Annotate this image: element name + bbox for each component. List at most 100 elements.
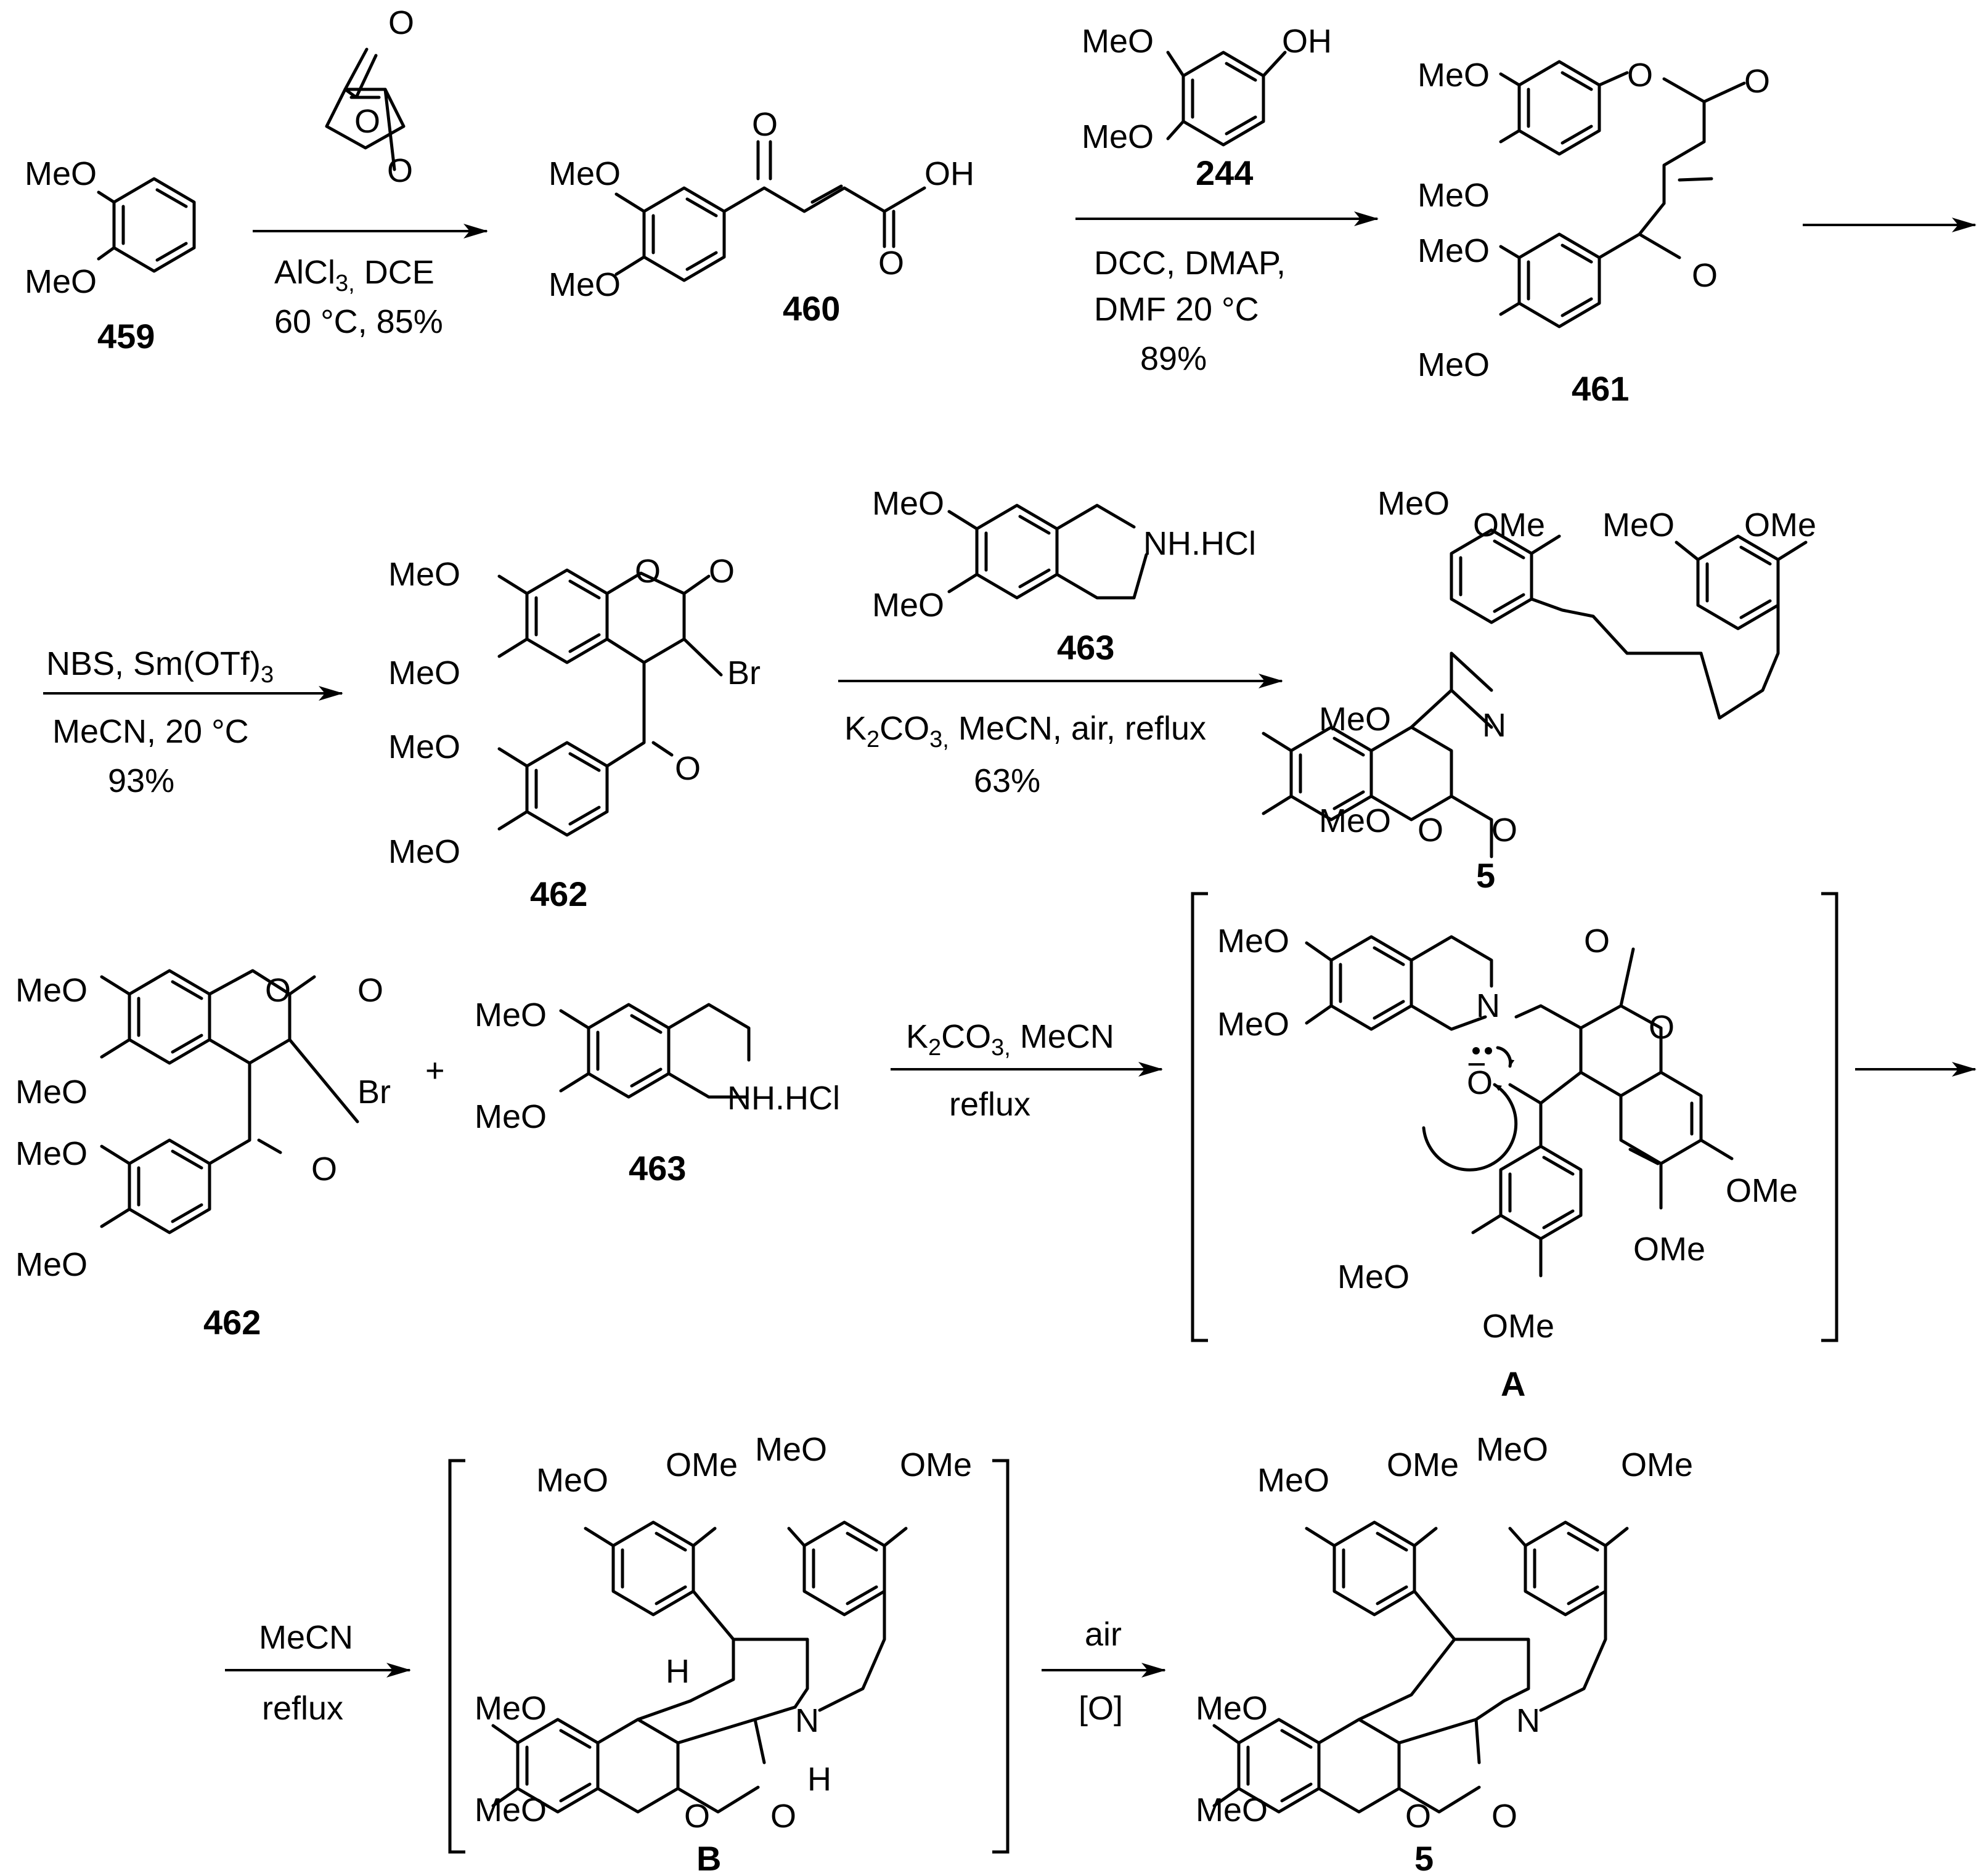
right-bracket — [992, 1459, 1010, 1854]
oxygen-label: O — [1584, 923, 1610, 960]
plus-sign: + — [425, 1052, 445, 1089]
oxygen-label: O — [1491, 812, 1517, 849]
svg-text:K2CO3, MeCN: K2CO3, MeCN — [906, 1018, 1114, 1061]
svg-text:[O]: [O] — [1079, 1690, 1123, 1727]
compound-5: OMe MeO MeO OMe MeO N MeO O O 5 — [1262, 485, 1816, 895]
maleic-anhydride: O O O — [325, 4, 414, 189]
oxygen-label: O — [1405, 1798, 1431, 1835]
nitrogen-label: N — [1482, 707, 1506, 744]
hydrogen-label: H — [807, 1761, 831, 1798]
svg-text:air: air — [1085, 1616, 1122, 1653]
compound-number-463: 463 — [1057, 628, 1114, 667]
oxygen-label: O — [1491, 1798, 1517, 1835]
oxygen-label: O — [1744, 63, 1770, 100]
methoxy-label: OMe — [1726, 1172, 1798, 1209]
methoxy-label: OMe — [1482, 1308, 1554, 1345]
oxygen-label: O — [878, 245, 904, 282]
methoxy-label: OMe — [1744, 507, 1816, 544]
oxygen-label: O — [684, 1798, 710, 1835]
svg-text:reflux: reflux — [949, 1086, 1030, 1123]
amine-hcl-label: NH.HCl — [1143, 525, 1256, 562]
hydroxyl-label: OH — [1282, 23, 1332, 60]
nitrogen-label: N — [1516, 1702, 1540, 1739]
bromine-label: Br — [727, 655, 761, 691]
compound-number-460: 460 — [783, 289, 840, 328]
methoxy-label: MeO — [1418, 232, 1490, 269]
oxygen-label: O — [357, 972, 383, 1009]
oxygen-label: O — [770, 1798, 796, 1835]
oxygen-label: O — [675, 750, 701, 787]
methoxy-label: MeO — [475, 1792, 547, 1829]
methoxy-label: MeO — [549, 155, 621, 192]
svg-text:AlCl3, DCE: AlCl3, DCE — [274, 254, 435, 296]
oxygen-label: O — [1692, 257, 1718, 294]
methoxy-label: OMe — [900, 1446, 972, 1483]
methoxy-label: OMe — [666, 1446, 738, 1483]
methoxy-label: MeO — [15, 1074, 88, 1111]
hydrogen-label: H — [666, 1653, 690, 1690]
oxygen-label: O — [1649, 1009, 1675, 1046]
methoxy-label: MeO — [388, 556, 460, 593]
methoxy-label: MeO — [1319, 701, 1391, 738]
methoxy-label: MeO — [755, 1431, 827, 1468]
methoxy-label: MeO — [1337, 1258, 1410, 1295]
methoxy-label: OMe — [1473, 507, 1545, 544]
methoxy-label: MeO — [1377, 485, 1450, 522]
svg-text:DCC, DMAP,: DCC, DMAP, — [1094, 245, 1286, 282]
oxygen-label: O — [635, 553, 661, 590]
conditions-step-2: DCC, DMAP, DMF 20 °C 89% — [1094, 245, 1286, 377]
methoxy-label: MeO — [15, 972, 88, 1009]
compound-459: MeO MeO 459 — [25, 155, 196, 356]
methoxy-label: MeO — [1418, 177, 1490, 214]
oxygen-label: O — [1418, 812, 1443, 849]
methoxy-label: MeO — [25, 263, 97, 300]
compound-number-459: 459 — [97, 317, 155, 356]
methoxy-label: MeO — [872, 485, 944, 522]
left-bracket — [1191, 892, 1208, 1342]
svg-text:63%: 63% — [974, 762, 1040, 799]
nitrogen-label: N — [795, 1702, 819, 1739]
oxygen-label: O — [265, 972, 291, 1009]
amine-hcl-label: NH.HCl — [727, 1080, 840, 1117]
oxygen-label: O — [752, 106, 778, 143]
methoxy-label: MeO — [1602, 507, 1675, 544]
methoxy-label: MeO — [1257, 1462, 1329, 1499]
methoxy-label: MeO — [1418, 346, 1490, 383]
compound-number-5: 5 — [1414, 1839, 1434, 1876]
compound-460: MeO MeO O OH O 460 — [549, 106, 974, 328]
methoxy-label: MeO — [1217, 923, 1289, 960]
compound-244: MeO OH MeO 244 — [1082, 23, 1332, 192]
compound-463: MeO NH.HCl MeO 463 — [475, 997, 840, 1188]
conditions-step-8: MeCN reflux — [259, 1619, 353, 1727]
methoxy-label: MeO — [1418, 57, 1490, 94]
svg-text:MeCN, 20 °C: MeCN, 20 °C — [52, 713, 249, 750]
methoxy-label: MeO — [475, 997, 547, 1034]
compound-number-5: 5 — [1476, 856, 1495, 895]
methoxy-label: MeO — [25, 155, 97, 192]
oxygen-label: O — [1627, 57, 1653, 94]
oxygen-label: O — [311, 1151, 337, 1188]
conditions-step-9: air [O] — [1079, 1616, 1123, 1727]
oxygen-label: O — [354, 103, 380, 140]
methoxy-label: MeO — [1217, 1006, 1289, 1043]
conditions-step-4: NBS, Sm(OTf)3 MeCN, 20 °C 93% — [46, 645, 274, 799]
right-bracket — [1821, 892, 1838, 1342]
bromine-label: Br — [357, 1074, 391, 1111]
svg-text:reflux: reflux — [262, 1690, 343, 1727]
intermediate-B: MeO OMe MeO OMe H N MeO H MeO O O B — [448, 1431, 1010, 1876]
oxygen-label: O — [709, 553, 735, 590]
methoxy-label: MeO — [1476, 1431, 1548, 1468]
svg-text:89%: 89% — [1140, 340, 1207, 377]
svg-text:DMF 20 °C: DMF 20 °C — [1094, 291, 1259, 328]
svg-text:K2CO3, MeCN, air, reflux: K2CO3, MeCN, air, reflux — [844, 710, 1206, 752]
oxygen-label: O — [387, 152, 413, 189]
methoxy-label: MeO — [1082, 118, 1154, 155]
conditions-step-5: K2CO3, MeCN, air, reflux 63% — [844, 710, 1206, 799]
methoxy-label: MeO — [475, 1098, 547, 1135]
compound-462: MeO O O MeO Br MeO O MeO 462 — [388, 553, 761, 913]
methoxy-label: MeO — [1196, 1690, 1268, 1727]
compound-number-461: 461 — [1572, 369, 1629, 408]
svg-text:MeCN: MeCN — [259, 1619, 353, 1656]
methoxy-label: MeO — [1082, 23, 1154, 60]
